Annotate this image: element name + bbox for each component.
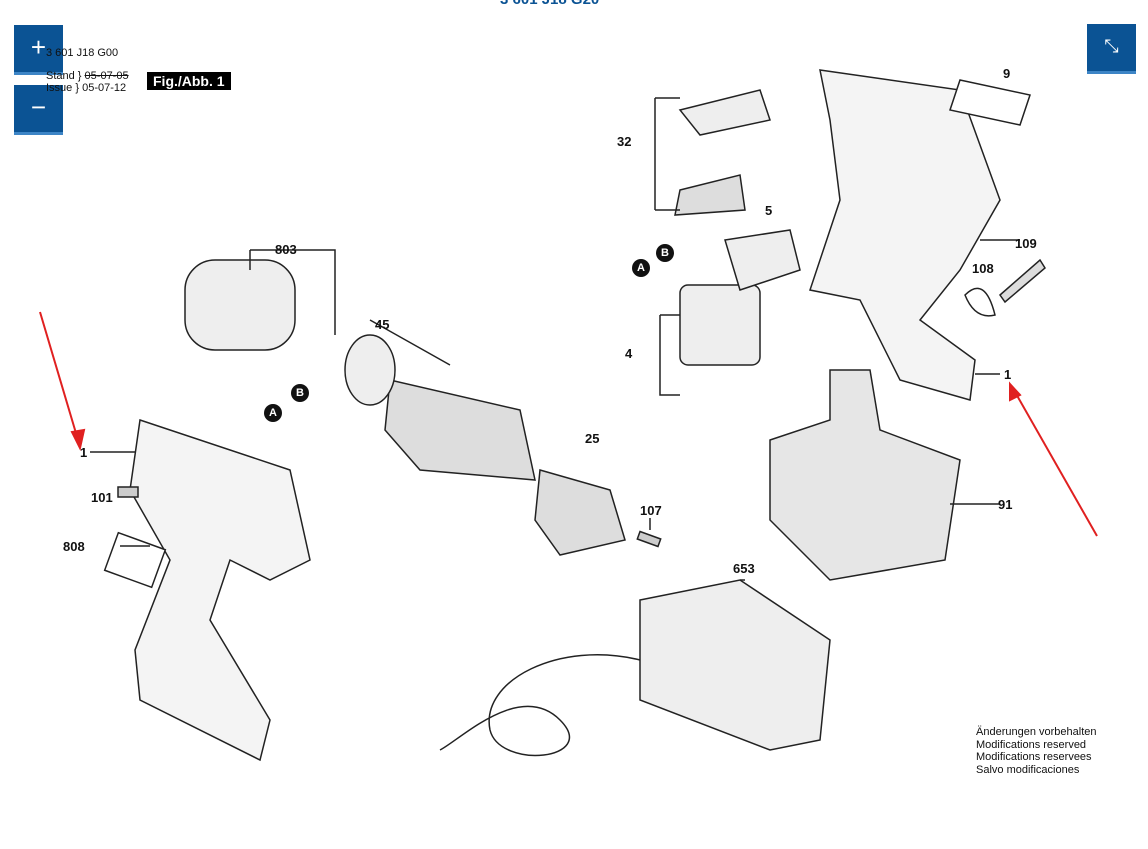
label-9 xyxy=(949,79,1031,126)
revision-info: Stand } 05-07-05 Issue } 05-07-12 xyxy=(46,70,129,94)
screw-107 xyxy=(636,530,662,548)
screw-101 xyxy=(117,486,139,498)
fullscreen-button[interactable]: ⤡ xyxy=(1087,24,1136,74)
battery xyxy=(769,369,961,581)
part-label[interactable]: 808 xyxy=(63,539,85,554)
label-808 xyxy=(103,531,167,589)
gearbox xyxy=(384,379,536,481)
part-label[interactable]: 5 xyxy=(765,203,773,218)
chuck xyxy=(534,469,626,556)
part-label[interactable]: 101 xyxy=(91,490,113,505)
connector-marker: A xyxy=(264,404,282,422)
part-label[interactable]: 653 xyxy=(733,561,755,576)
issue-label: Issue xyxy=(46,82,73,94)
stand-date: 05-07-05 xyxy=(84,70,129,82)
latch-32 xyxy=(674,174,746,216)
top-number: 3 601 J18 G20 xyxy=(500,0,599,8)
switch-pad-5 xyxy=(724,229,801,291)
stand-label: Stand xyxy=(46,70,75,82)
part-label[interactable]: 25 xyxy=(585,431,600,446)
power-cord xyxy=(439,654,641,757)
part-label[interactable]: 1 xyxy=(80,445,88,460)
switch xyxy=(679,284,761,366)
note-line: Modifications reservees xyxy=(976,751,1092,763)
note-line: Salvo modificaciones xyxy=(976,763,1080,776)
part-label[interactable]: 32 xyxy=(617,134,632,149)
part-label[interactable]: 108 xyxy=(972,261,994,276)
doc-number: 3 601 J18 G00 xyxy=(46,47,119,59)
gear-plate xyxy=(344,334,396,406)
part-label[interactable]: 9 xyxy=(1003,66,1011,81)
connector-marker: B xyxy=(656,244,674,262)
figure-label: Fig./Abb. 1 xyxy=(147,72,231,90)
part-label[interactable]: 107 xyxy=(640,503,662,518)
charger xyxy=(639,579,831,751)
zoom-out-button[interactable]: − xyxy=(14,85,63,135)
housing-right xyxy=(809,69,1001,401)
part-label[interactable]: 109 xyxy=(1015,236,1037,251)
part-label[interactable]: 803 xyxy=(275,242,297,257)
motor xyxy=(184,259,296,351)
clip-108 xyxy=(964,287,996,317)
connector-marker: A xyxy=(632,259,650,277)
connector-marker: B xyxy=(291,384,309,402)
issue-date: 05-07-12 xyxy=(82,82,127,94)
zoom-in-button[interactable]: + xyxy=(14,25,63,75)
part-label[interactable]: 91 xyxy=(998,497,1013,512)
part-label[interactable]: 4 xyxy=(625,346,633,361)
housing-left xyxy=(129,419,311,762)
modifications-note: Änderungen vorbehalten Modifications res… xyxy=(976,726,1096,776)
part-label[interactable]: 1 xyxy=(1004,367,1012,382)
red-arrow-left xyxy=(39,311,79,441)
bit-109 xyxy=(998,258,1046,304)
part-label[interactable]: 45 xyxy=(375,317,390,332)
red-arrow-right xyxy=(1014,391,1098,537)
cover-32 xyxy=(678,89,771,136)
note-line: Änderungen vorbehalten xyxy=(976,726,1097,738)
note-line: Modifications reserved xyxy=(976,738,1087,751)
